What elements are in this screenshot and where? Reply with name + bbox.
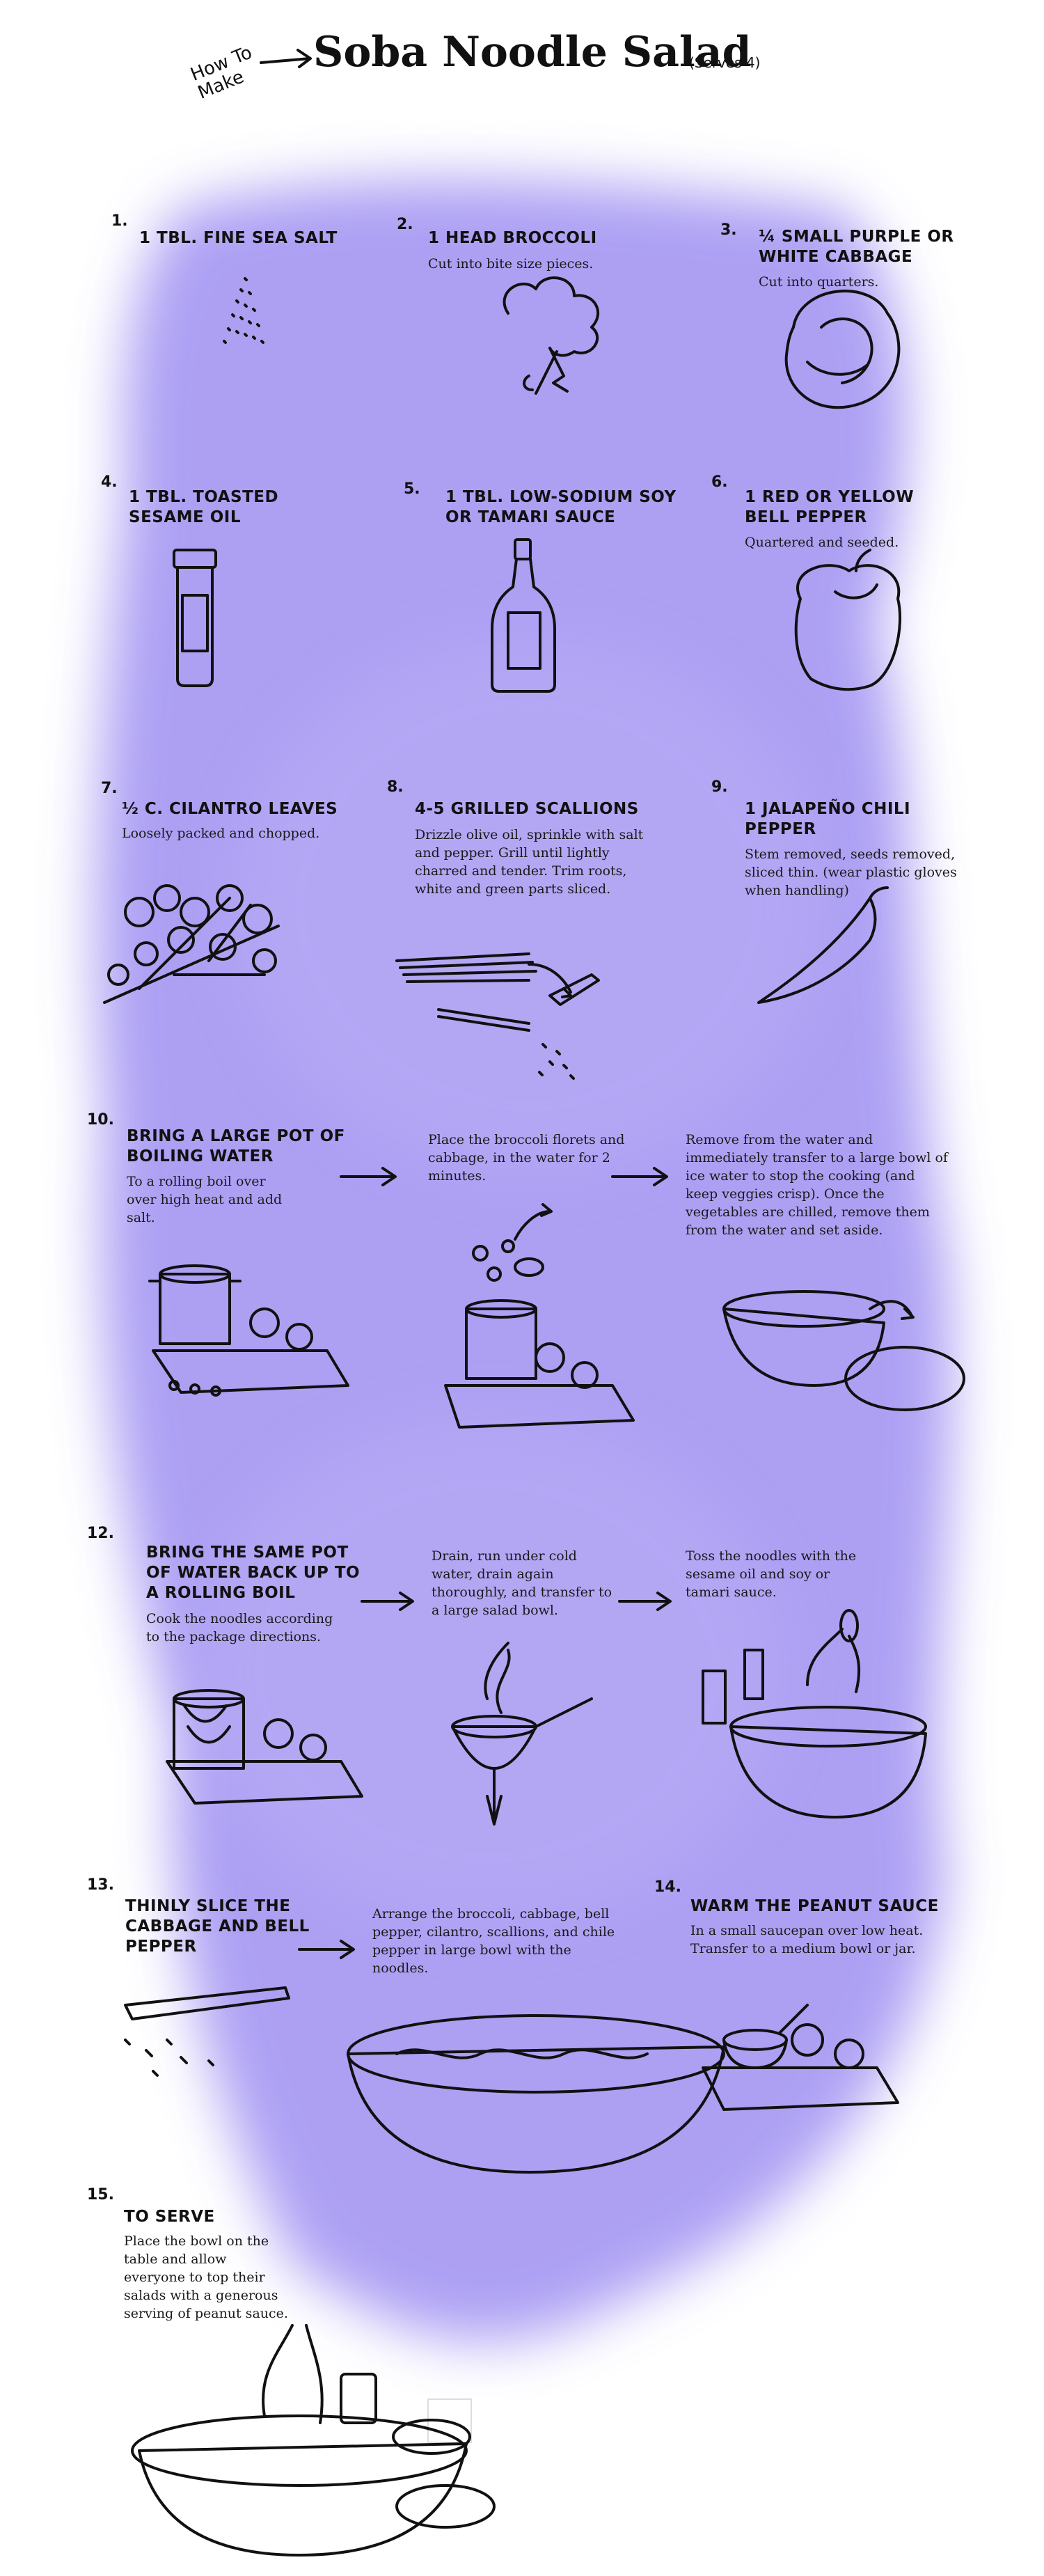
step-heading: TO SERVE xyxy=(124,2208,215,2226)
step-description: Drain, run under cold water, drain again… xyxy=(432,1548,612,1618)
step-heading: 1 TBL. TOASTED SESAME OIL xyxy=(129,488,279,526)
step-heading: THINLY SLICE THE CABBAGE AND BELL PEPPER xyxy=(125,1897,310,1956)
step-heading: BRING THE SAME POT OF WATER BACK UP TO A… xyxy=(146,1544,361,1602)
step-number: 14. xyxy=(654,1878,681,1896)
step-number: 7. xyxy=(101,780,118,797)
step-description: Quartered and seeded. xyxy=(745,535,899,550)
serves-label: (Serves 4) xyxy=(689,54,761,71)
step-description: Loosely packed and chopped. xyxy=(122,826,320,841)
step-heading: 1 RED OR YELLOW BELL PEPPER xyxy=(745,488,915,526)
step-number: 9. xyxy=(711,778,728,796)
step-description: Remove from the water and immediately tr… xyxy=(686,1132,948,1238)
step-description: Arrange the broccoli, cabbage, bell pepp… xyxy=(372,1906,615,1976)
step-number: 13. xyxy=(87,1876,114,1894)
step-description: Stem removed, seeds removed, sliced thin… xyxy=(745,847,957,898)
step-number: 12. xyxy=(87,1525,114,1542)
step-heading: WARM THE PEANUT SAUCE xyxy=(690,1897,939,1915)
step-number: 2. xyxy=(397,216,413,233)
step-description: Cut into quarters. xyxy=(759,274,879,290)
step-heading: 1 TBL. LOW-SODIUM SOY OR TAMARI SAUCE xyxy=(445,488,677,526)
step-description: Place the bowl on the table and allow ev… xyxy=(124,2233,288,2321)
step-number: 15. xyxy=(87,2186,114,2204)
step-heading: 1 TBL. FINE SEA SALT xyxy=(139,229,338,247)
step-number: 6. xyxy=(711,473,728,491)
step-description: In a small saucepan over low heat. Trans… xyxy=(690,1923,924,1956)
step-heading: BRING A LARGE POT OF BOILING WATER xyxy=(127,1127,345,1165)
step-description: To a rolling boil over over high heat an… xyxy=(127,1174,283,1225)
step-number: 1. xyxy=(111,212,128,230)
step-number: 3. xyxy=(720,221,737,239)
artist-stamp xyxy=(427,2398,472,2443)
step-number: 10. xyxy=(87,1111,114,1129)
step-heading: 4-5 GRILLED SCALLIONS xyxy=(415,800,639,818)
step-number: 8. xyxy=(387,778,404,796)
step-number: 5. xyxy=(404,480,420,498)
step-heading: 1 JALAPEÑO CHILI PEPPER xyxy=(745,800,911,838)
page-title: Soba Noodle Salad xyxy=(313,28,752,77)
step-description: Cut into bite size pieces. xyxy=(428,256,594,272)
step-description: Toss the noodles with the sesame oil and… xyxy=(686,1548,857,1600)
step-description: Drizzle olive oil, sprinkle with salt an… xyxy=(415,827,644,897)
step-heading: ½ C. CILANTRO LEAVES xyxy=(122,800,338,818)
step-heading: ¼ SMALL PURPLE OR WHITE CABBAGE xyxy=(759,228,954,266)
step-description: Cook the noodles according to the packag… xyxy=(146,1611,333,1644)
step-heading: 1 HEAD BROCCOLI xyxy=(428,229,597,247)
step-description: Place the broccoli florets and cabbage, … xyxy=(428,1132,625,1184)
step-number: 4. xyxy=(101,473,118,491)
